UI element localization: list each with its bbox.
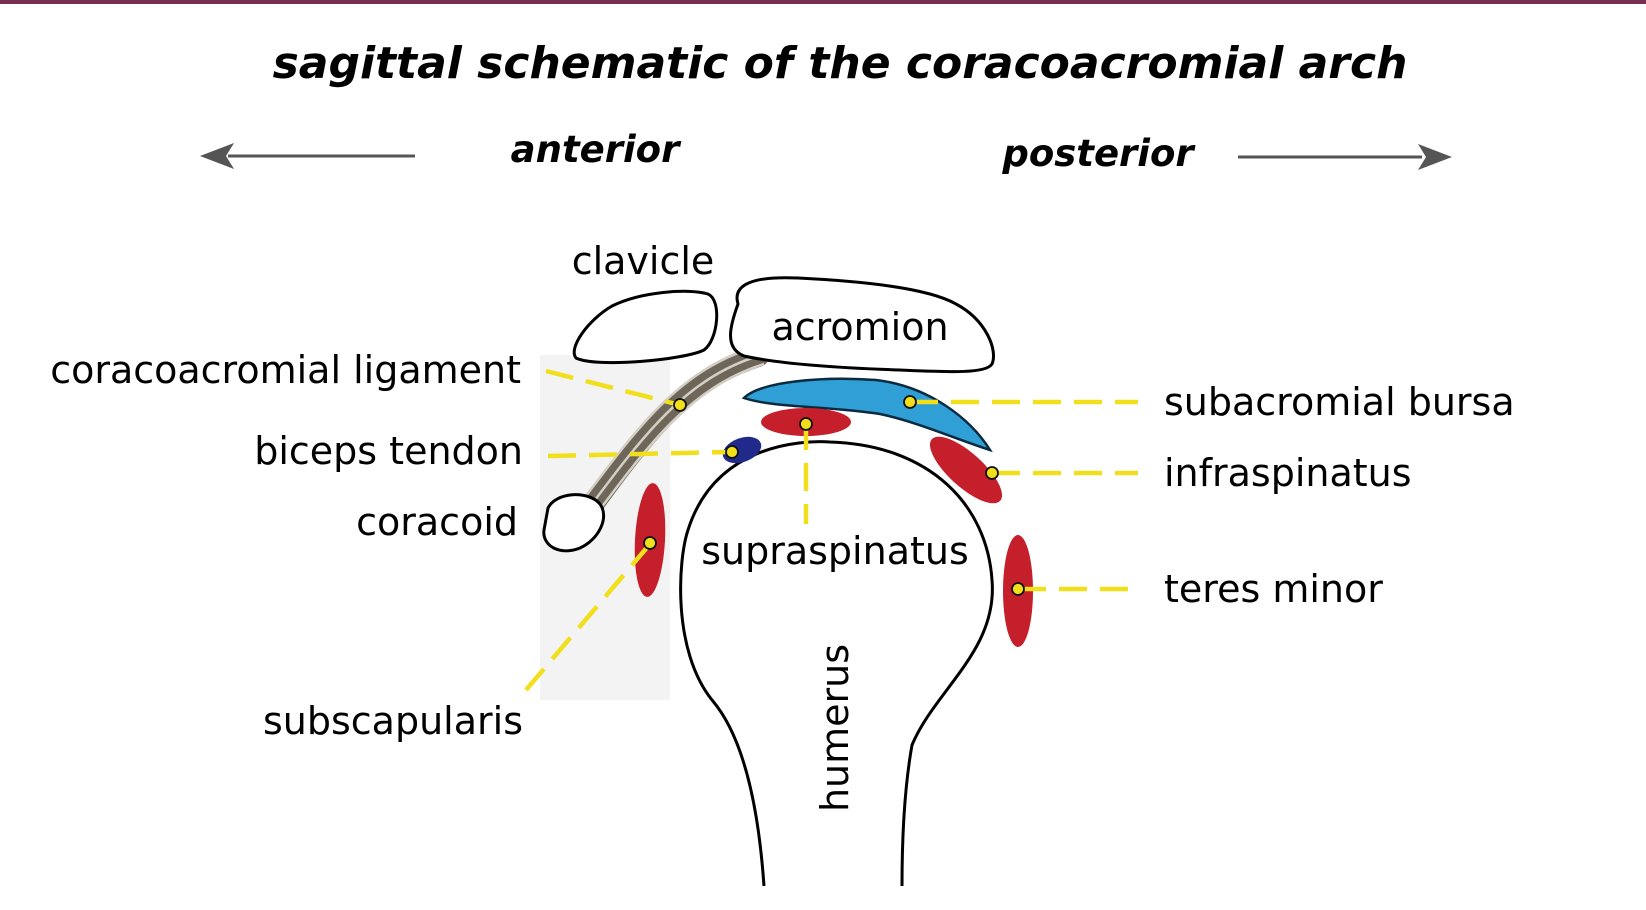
coracoacromial-ligament-dot [673, 398, 687, 412]
coracoacromial-ligament-leader [545, 368, 681, 408]
humerus-outline [679, 440, 994, 887]
anterior-label: anterior [511, 128, 682, 171]
acromion-label: acromion [771, 305, 948, 349]
teres-minor-dot [1011, 582, 1025, 596]
anterior-arrow-head [200, 143, 234, 169]
teres-minor-label: teres minor [1164, 567, 1383, 611]
supraspinatus-dot [799, 417, 813, 431]
clavicle-outline [572, 289, 719, 365]
anterior-direction: anterior [200, 128, 682, 171]
subscapularis-leader [524, 542, 652, 692]
diagram-title: sagittal schematic of the coracoacromial… [273, 38, 1408, 89]
supraspinatus-label: supraspinatus [701, 529, 969, 573]
subacromial-bursa-dot [903, 395, 917, 409]
coracoacromial-ligament-label: coracoacromial ligament [50, 348, 521, 392]
biceps-tendon-leader [547, 449, 729, 459]
coracoid-label: coracoid [356, 500, 518, 544]
leader-lines [524, 368, 1138, 692]
leader-dots [643, 395, 1025, 596]
humerus-label: humerus [813, 644, 857, 812]
subacromial-bursa-label: subacromial bursa [1164, 380, 1515, 424]
subscapularis-dot [643, 536, 657, 550]
posterior-arrow-head [1418, 144, 1452, 170]
acromion-outline [729, 276, 995, 374]
clavicle-label: clavicle [572, 239, 715, 283]
biceps-tendon-label: biceps tendon [254, 429, 523, 473]
posterior-label: posterior [1001, 132, 1196, 175]
ligament-fiber [578, 354, 759, 521]
biceps-tendon-dot [725, 445, 739, 459]
coracoid-outline [542, 493, 606, 553]
posterior-direction: posterior [1001, 132, 1452, 175]
coracoacromial-ligament [569, 345, 769, 533]
subacromial-bursa [741, 377, 993, 453]
infraspinatus-muscle [929, 436, 1003, 504]
ligament-fiber [584, 362, 765, 529]
infraspinatus-label: infraspinatus [1164, 451, 1412, 495]
subscapularis-label: subscapularis [263, 699, 523, 743]
ligament-fiber [572, 346, 753, 513]
infraspinatus-dot [985, 466, 999, 480]
